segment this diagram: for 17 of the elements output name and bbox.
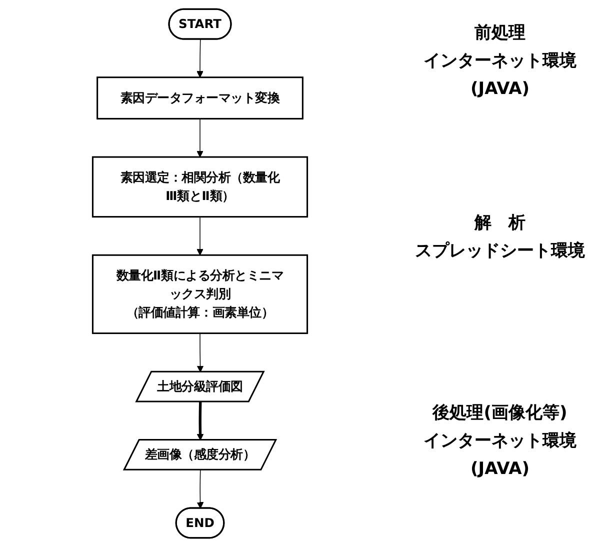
- section-label: スプレッドシート環境: [414, 240, 586, 263]
- arrow: [196, 402, 204, 440]
- node-box: 素因選定：相関分析（数量化Ⅲ類とⅡ類）: [92, 156, 308, 218]
- section-label: 後処理(画像化等): [431, 402, 568, 425]
- arrow: [196, 216, 204, 256]
- arrow: [196, 332, 204, 372]
- section-label: インターネット環境: [422, 430, 578, 453]
- section-label: 前処理: [474, 22, 526, 45]
- arrow: [196, 39, 204, 78]
- section-label: インターネット環境: [422, 50, 578, 73]
- arrow: [196, 470, 204, 509]
- node-box: 素因データフォーマット変換: [96, 76, 304, 120]
- arrow: [196, 118, 204, 158]
- section-label: 解 析: [473, 212, 526, 235]
- section-label: (JAVA): [469, 458, 531, 481]
- node-box: 数量化Ⅱ類による分析とミニマックス判別 （評価値計算：画素単位）: [92, 254, 308, 334]
- section-label: (JAVA): [469, 78, 531, 101]
